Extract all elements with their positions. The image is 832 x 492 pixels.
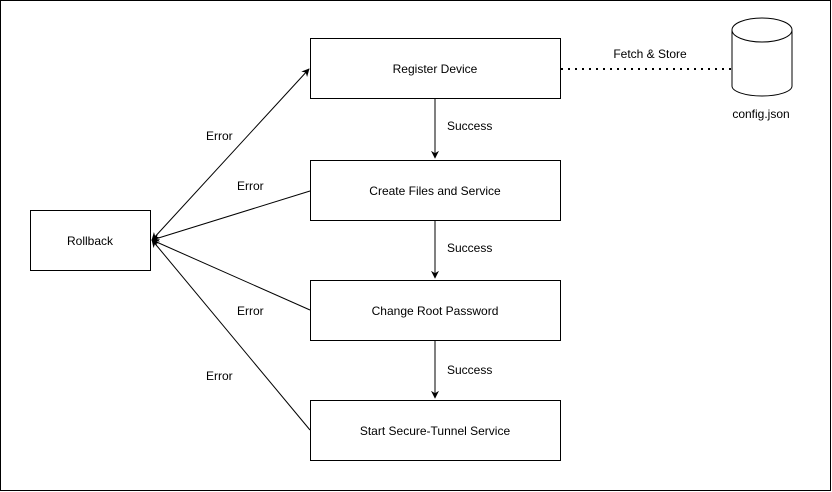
node-change-root-password: Change Root Password <box>310 280 561 341</box>
success-label-3: Success <box>447 363 492 377</box>
node-start-secure-tunnel: Start Secure-Tunnel Service <box>310 400 561 461</box>
create-files-label: Create Files and Service <box>369 184 501 198</box>
error-arrow-create <box>151 190 311 242</box>
start-secure-tunnel-box <box>310 400 561 461</box>
config-json-label: config.json <box>732 107 789 121</box>
database-top <box>731 17 793 43</box>
register-device-box <box>310 38 561 99</box>
create-files-box <box>310 160 561 221</box>
fetch-store-label: Fetch & Store <box>613 47 687 61</box>
change-root-password-label: Change Root Password <box>372 304 499 318</box>
rollback-box <box>30 210 151 271</box>
change-root-password-box <box>310 280 561 341</box>
error-arrow-start <box>151 239 311 431</box>
node-rollback: Rollback <box>30 210 151 271</box>
error-arrow-change <box>151 239 311 311</box>
rollback-label: Rollback <box>67 234 114 248</box>
error-label-2: Error <box>237 179 264 193</box>
start-secure-tunnel-label: Start Secure-Tunnel Service <box>360 424 511 438</box>
error-arrow-register <box>151 68 310 241</box>
error-label-3: Error <box>237 304 264 318</box>
error-label-1: Error <box>206 129 233 143</box>
success-label-2: Success <box>447 241 492 255</box>
node-register-device: Register Device <box>310 38 561 99</box>
database-body <box>731 30 793 97</box>
success-label-1: Success <box>447 119 492 133</box>
register-device-label: Register Device <box>393 62 478 76</box>
node-create-files: Create Files and Service <box>310 160 561 221</box>
error-label-4: Error <box>206 369 233 383</box>
config-json-database: config.json <box>731 17 793 121</box>
